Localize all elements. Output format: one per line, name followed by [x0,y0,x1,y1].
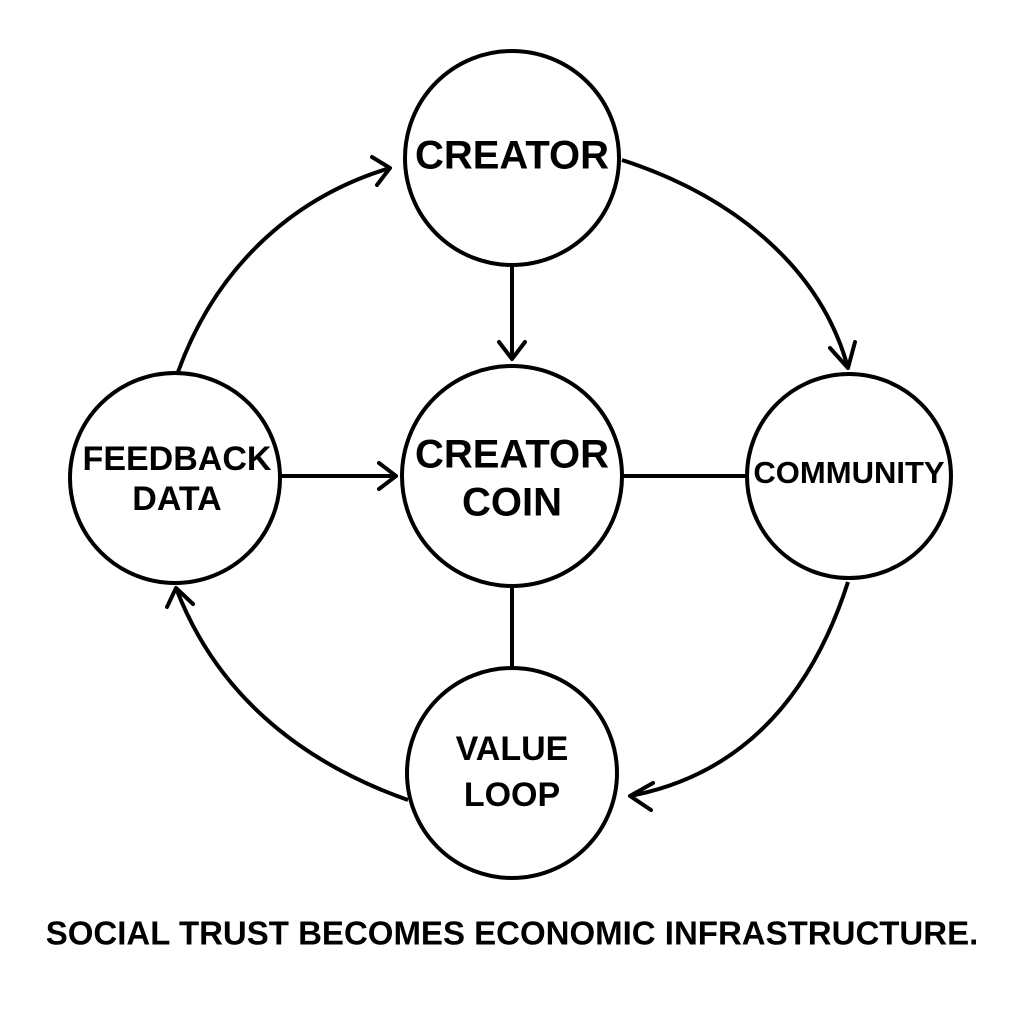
node-creator-label-line1: CREATOR [415,134,609,178]
arrowhead-feedback-in [165,586,195,609]
diagram-caption: SOCIAL TRUST BECOMES ECONOMIC INFRASTRUC… [46,915,979,952]
edge-creator-to-community [621,158,850,369]
arrowhead-coin-from-creator [497,340,527,361]
node-community-label-line1: COMMUNITY [753,455,944,490]
node-value-loop-label-line1: VALUE [456,730,569,768]
node-feedback-data-label-line2: DATA [132,480,221,518]
edge-community-to-value-loop [629,581,850,798]
node-feedback-data-label-line1: FEEDBACK [83,440,272,478]
node-creator: CREATOR [403,49,621,267]
arrowhead-creator-in [370,155,392,187]
arrowhead-community-in [828,340,857,370]
node-creator-coin: CREATOR COIN [400,364,624,588]
node-creator-coin-label-line2: COIN [462,481,562,525]
edge-value-loop-to-feedback [174,587,409,802]
arrowhead-coin-from-feedback [377,461,398,491]
node-value-loop-label-line2: LOOP [464,776,560,814]
node-community: COMMUNITY [745,372,953,580]
node-feedback-data: FEEDBACK DATA [68,371,282,585]
edge-feedback-to-creator [176,166,391,373]
arrowhead-value-loop-in [628,781,655,812]
node-value-loop: VALUE LOOP [405,666,619,880]
node-creator-coin-label-line1: CREATOR [415,433,609,477]
